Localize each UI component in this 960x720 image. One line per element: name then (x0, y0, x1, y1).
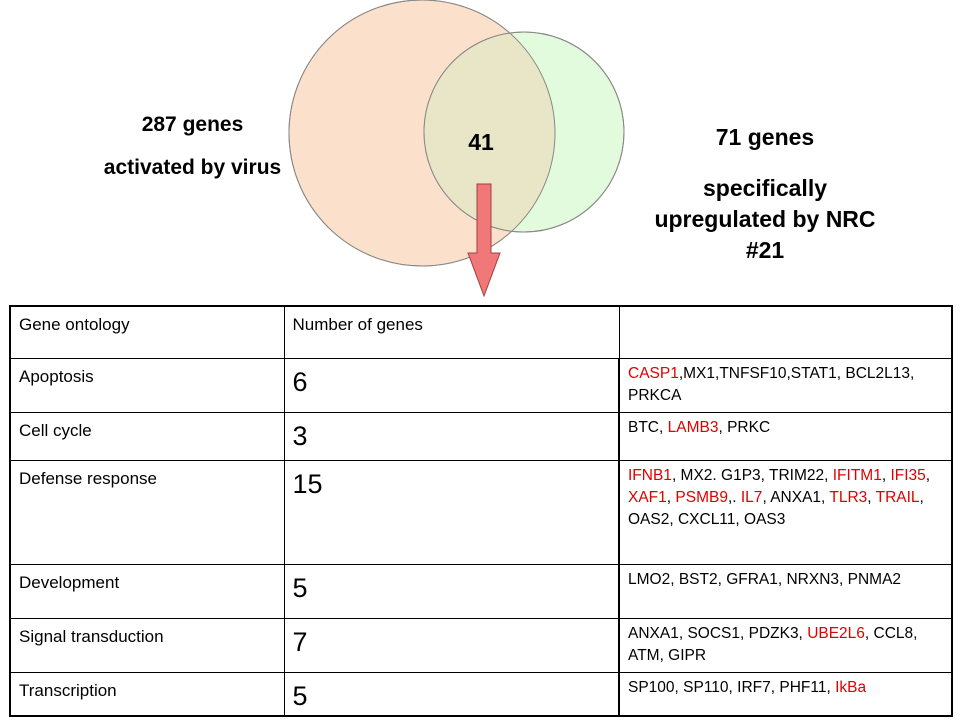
gene-text: , PRKC (718, 418, 771, 436)
row-count: 6 (283, 357, 620, 413)
gene-text: , OAS2, CXCL11, OAS3 (628, 488, 924, 528)
gene-text: , (925, 466, 931, 484)
gene-text: IkBa (835, 678, 867, 696)
gene-text: IFNB1 (628, 466, 672, 484)
gene-text: , MX2. G1P3, TRIM22, (671, 466, 833, 484)
gene-text: , (666, 488, 676, 506)
row-category: Development (9, 563, 285, 619)
gene-text: LMO2, BST2, GFRA1, NRXN3, PNMA2 (628, 570, 902, 588)
table-row: Signal transduction 7 ANXA1, SOCS1, PDZK… (9, 617, 953, 673)
gene-text: XAF1 (628, 488, 667, 506)
row-count: 5 (283, 563, 620, 619)
gene-text: LAMB3 (667, 418, 719, 436)
gene-text: , (881, 466, 891, 484)
gene-text: UBE2L6 (807, 624, 865, 642)
gene-text: BTC, (628, 418, 668, 436)
table-row: Defense response 15 IFNB1, MX2. G1P3, TR… (9, 459, 953, 565)
row-category: Transcription (9, 671, 285, 717)
right-circle-outline (423, 31, 625, 233)
table-row: Transcription 5 SP100, SP110, IRF7, PHF1… (9, 671, 953, 717)
gene-text: TRAIL (875, 488, 920, 506)
right-desc-line: upregulated by NRC (654, 206, 876, 232)
gene-text: ANXA1, SOCS1, PDZK3, (628, 624, 808, 642)
row-category: Signal transduction (9, 617, 285, 673)
row-category: Defense response (9, 459, 285, 565)
gene-text: TLR3 (829, 488, 868, 506)
row-genes: BTC, LAMB3, PRKC (618, 411, 953, 461)
gene-text: ,. (727, 488, 741, 506)
left-set-count: 287 genes (141, 113, 244, 136)
left-circle-outline (288, 0, 556, 267)
venn-diagram (288, 0, 625, 267)
row-count: 3 (283, 411, 620, 461)
gene-text: CASP1 (628, 364, 679, 382)
gene-text: ,MX1,TNFSF10,STAT1, BCL2L13, PRKCA (628, 364, 915, 404)
down-arrow-icon (467, 183, 501, 298)
gene-text: PSMB9 (675, 488, 728, 506)
table-row: Apoptosis 6 CASP1,MX1,TNFSF10,STAT1, BCL… (9, 357, 953, 413)
row-genes: IFNB1, MX2. G1P3, TRIM22, IFITM1, IFI35,… (618, 459, 953, 565)
row-genes: LMO2, BST2, GFRA1, NRXN3, PNMA2 (618, 563, 953, 619)
row-genes: ANXA1, SOCS1, PDZK3, UBE2L6, CCL8, ATM, … (618, 617, 953, 673)
row-genes: SP100, SP110, IRF7, PHF11, IkBa (618, 671, 953, 717)
gene-text: SP100, SP110, IRF7, PHF11, (628, 678, 836, 696)
row-genes: CASP1,MX1,TNFSF10,STAT1, BCL2L13, PRKCA (618, 357, 953, 413)
gene-text: , (867, 488, 876, 506)
gene-text: , ANXA1, (762, 488, 830, 506)
header-gene-ontology: Gene ontology (9, 305, 285, 359)
right-set-description: specifically upregulated by NRC #21 (625, 173, 905, 266)
left-set-description: activated by virus (103, 156, 282, 179)
row-count: 15 (283, 459, 620, 565)
gene-text: IFITM1 (832, 466, 882, 484)
overlap-region (424, 32, 555, 232)
table-header-row: Gene ontology Number of genes (9, 305, 953, 359)
header-genes (618, 305, 953, 359)
gene-text: IL7 (740, 488, 763, 506)
row-count: 7 (283, 617, 620, 673)
right-set-count: 71 genes (715, 124, 815, 150)
header-number-of-genes: Number of genes (283, 305, 620, 359)
right-desc-line: specifically (702, 175, 828, 201)
right-desc-line: #21 (745, 237, 785, 263)
table-row: Development 5 LMO2, BST2, GFRA1, NRXN3, … (9, 563, 953, 619)
row-count: 5 (283, 671, 620, 717)
row-category: Apoptosis (9, 357, 285, 413)
row-category: Cell cycle (9, 411, 285, 461)
overlap-count: 41 (468, 129, 494, 155)
gene-ontology-table: Gene ontology Number of genes Apoptosis … (9, 305, 953, 717)
gene-text: IFI35 (890, 466, 926, 484)
table-row: Cell cycle 3 BTC, LAMB3, PRKC (9, 411, 953, 461)
gene-text: , CCL8, ATM, GIPR (628, 624, 918, 664)
